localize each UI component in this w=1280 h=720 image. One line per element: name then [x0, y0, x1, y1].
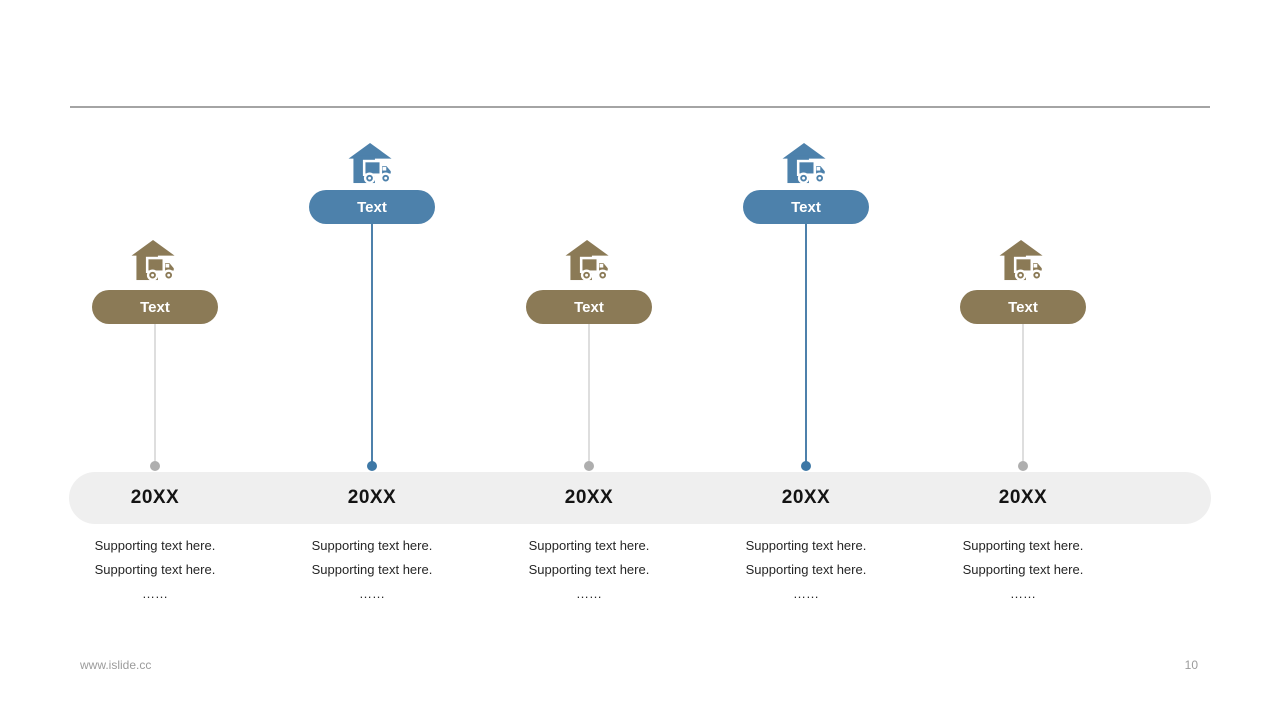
supporting-text: Supporting text here. Supporting text he…	[915, 535, 1131, 607]
year-label: 20XX	[998, 487, 1048, 508]
connector-line	[154, 324, 156, 463]
supporting-line: Supporting text here.	[528, 562, 650, 577]
text-pill: Text	[960, 290, 1086, 324]
pill-label: Text	[791, 198, 821, 216]
connector-dot	[150, 461, 160, 471]
timeline-item: Text 20XX Supporting text here. Supporti…	[47, 0, 263, 720]
connector-dot	[584, 461, 594, 471]
supporting-ellipsis: ……	[142, 586, 168, 601]
top-divider-line	[70, 106, 1210, 108]
supporting-ellipsis: ……	[359, 586, 385, 601]
warehouse-truck-icon	[565, 239, 613, 282]
connector-dot	[801, 461, 811, 471]
supporting-line: Supporting text here.	[962, 562, 1084, 577]
supporting-text: Supporting text here. Supporting text he…	[698, 535, 914, 607]
warehouse-truck-icon	[131, 239, 179, 282]
text-pill: Text	[92, 290, 218, 324]
supporting-line: Supporting text here.	[745, 538, 867, 553]
timeline-track	[69, 472, 1211, 524]
supporting-ellipsis: ……	[576, 586, 602, 601]
text-pill: Text	[309, 190, 435, 224]
warehouse-truck-icon	[999, 239, 1047, 282]
connector-line	[1022, 324, 1024, 463]
supporting-text: Supporting text here. Supporting text he…	[481, 535, 697, 607]
footer-url: www.islide.cc	[80, 658, 152, 672]
text-pill: Text	[526, 290, 652, 324]
supporting-line: Supporting text here.	[745, 562, 867, 577]
supporting-line: Supporting text here.	[94, 538, 216, 553]
supporting-line: Supporting text here.	[311, 538, 433, 553]
text-pill: Text	[743, 190, 869, 224]
supporting-ellipsis: ……	[1010, 586, 1036, 601]
timeline-item: Text 20XX Supporting text here. Supporti…	[915, 0, 1131, 720]
connector-line	[805, 224, 807, 463]
page-number: 10	[1184, 658, 1198, 672]
supporting-line: Supporting text here.	[94, 562, 216, 577]
timeline-item: Text 20XX Supporting text here. Supporti…	[698, 0, 914, 720]
year-label: 20XX	[564, 487, 614, 508]
supporting-text: Supporting text here. Supporting text he…	[47, 535, 263, 607]
year-label: 20XX	[781, 487, 831, 508]
connector-line	[371, 224, 373, 463]
pill-label: Text	[574, 298, 604, 316]
supporting-line: Supporting text here.	[311, 562, 433, 577]
warehouse-truck-icon	[348, 142, 396, 185]
supporting-ellipsis: ……	[793, 586, 819, 601]
warehouse-truck-icon	[782, 142, 830, 185]
timeline-item: Text 20XX Supporting text here. Supporti…	[264, 0, 480, 720]
connector-dot	[1018, 461, 1028, 471]
year-label: 20XX	[347, 487, 397, 508]
pill-label: Text	[140, 298, 170, 316]
timeline-item: Text 20XX Supporting text here. Supporti…	[481, 0, 697, 720]
pill-label: Text	[1008, 298, 1038, 316]
supporting-text: Supporting text here. Supporting text he…	[264, 535, 480, 607]
connector-dot	[367, 461, 377, 471]
year-label: 20XX	[130, 487, 180, 508]
supporting-line: Supporting text here.	[528, 538, 650, 553]
pill-label: Text	[357, 198, 387, 216]
connector-line	[588, 324, 590, 463]
supporting-line: Supporting text here.	[962, 538, 1084, 553]
